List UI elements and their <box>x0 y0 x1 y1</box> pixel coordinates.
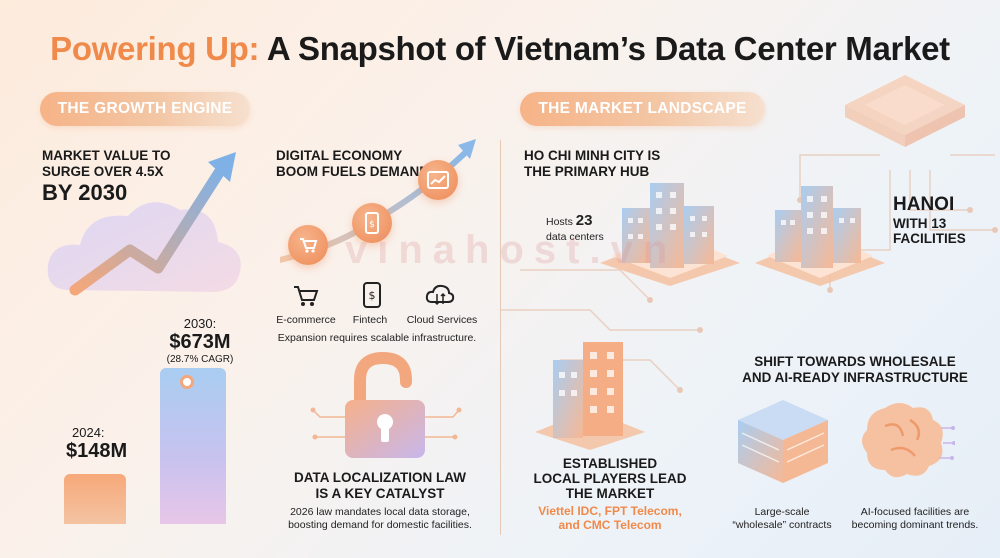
hcm-buildings-icon <box>600 183 740 286</box>
cloud-services-label: Cloud Services <box>406 314 478 326</box>
ecommerce-circle-icon <box>288 225 328 265</box>
divider <box>500 140 501 535</box>
label-2030: 2030: $673M (28.7% CAGR) <box>166 316 234 365</box>
fintech-label: Fintech <box>352 314 388 326</box>
fintech-circle-icon: $ <box>352 203 392 243</box>
title-highlight: Powering Up: <box>50 30 260 67</box>
market-value-heading: MARKET VALUE TO SURGE OVER 4.5X BY 2030 <box>42 148 171 205</box>
page-title: Powering Up: A Snapshot of Vietnam’s Dat… <box>0 30 1000 68</box>
hanoi-heading: HANOI WITH 13 FACILITIES <box>893 194 966 246</box>
ai-brain-icon <box>862 403 955 478</box>
hcm-heading: HO CHI MINH CITY IS THE PRIMARY HUB <box>524 148 661 179</box>
hcm-hosts: Hosts 23 data centers <box>546 212 604 243</box>
analytics-circle-icon <box>418 160 458 200</box>
local-players-list: Viettel IDC, FPT Telecom, and CMC Teleco… <box>538 504 682 532</box>
bar-2030-dot <box>180 375 194 389</box>
hanoi-buildings-icon <box>755 186 885 286</box>
market-landscape-pill: THE MARKET LANDSCAPE <box>520 92 765 126</box>
bar-chart <box>60 300 230 530</box>
svg-text:$: $ <box>369 220 375 230</box>
label-2024: 2024: $148M <box>66 425 128 462</box>
phone-dollar-icon: $ <box>362 282 382 313</box>
law-heading: DATA LOCALIZATION LAW IS A KEY CATALYST <box>294 470 466 501</box>
digital-economy-heading: DIGITAL ECONOMY BOOM FUELS DEMAND <box>276 148 429 179</box>
ecommerce-label: E-commerce <box>276 314 336 326</box>
local-players-heading: ESTABLISHED LOCAL PLAYERS LEAD THE MARKE… <box>533 456 687 501</box>
server-rack-icon <box>738 400 828 483</box>
svg-text:$: $ <box>369 289 376 302</box>
padlock-icon <box>310 352 462 458</box>
ai-caption: AI-focused facilities are becoming domin… <box>851 506 979 531</box>
wholesale-caption: Large-scale “wholesale” contracts <box>732 506 832 531</box>
digital-caption: Expansion requires scalable infrastructu… <box>277 332 477 344</box>
title-rest: A Snapshot of Vietnam’s Data Center Mark… <box>259 30 950 67</box>
bar-2024 <box>64 474 126 524</box>
local-building-icon <box>535 342 645 450</box>
watermark: vinahost.vn <box>345 228 678 272</box>
cloud-sync-icon <box>425 282 455 313</box>
bar-2030 <box>160 368 226 524</box>
cart-icon <box>292 284 320 313</box>
law-description: 2026 law mandates local data storage, bo… <box>288 506 472 531</box>
shift-heading: SHIFT TOWARDS WHOLESALE AND AI-READY INF… <box>742 354 968 385</box>
growth-engine-pill: THE GROWTH ENGINE <box>40 92 250 126</box>
cloud-growth-icon <box>47 152 241 296</box>
circuit-decoration <box>500 75 998 393</box>
